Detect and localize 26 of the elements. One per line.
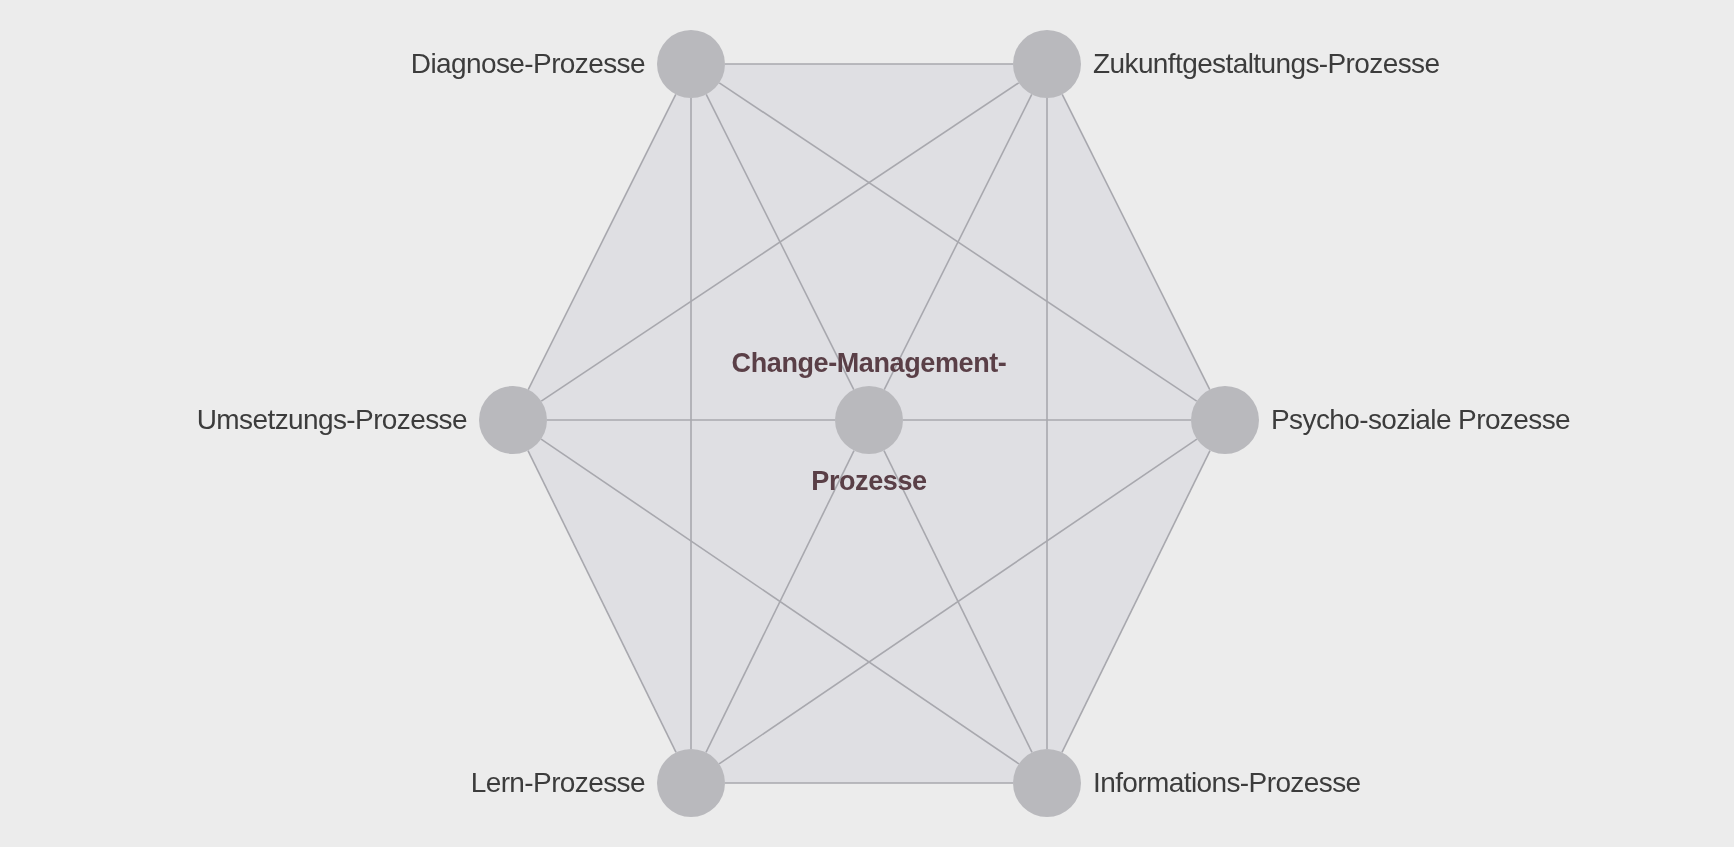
connector-line bbox=[718, 438, 1198, 765]
center-label: Change-Management- bbox=[730, 347, 1008, 380]
connector-line bbox=[690, 97, 692, 750]
connector-line bbox=[724, 63, 1014, 65]
node-label: Zukunftgestaltungs-Prozesse bbox=[1093, 47, 1440, 81]
node-label: Umsetzungs-Prozesse bbox=[196, 403, 467, 437]
node-label: Diagnose-Prozesse bbox=[410, 47, 645, 81]
connector-line bbox=[883, 93, 1033, 391]
node-label: Lern-Prozesse bbox=[470, 766, 645, 800]
connector-line bbox=[883, 449, 1033, 754]
connector-line bbox=[718, 82, 1198, 402]
connector-line bbox=[724, 782, 1014, 784]
connector-line bbox=[540, 438, 1020, 765]
center-label: Prozesse bbox=[810, 465, 928, 498]
node-label: Psycho-soziale Prozesse bbox=[1271, 403, 1570, 437]
connector-line bbox=[546, 419, 836, 421]
connector-line bbox=[527, 93, 677, 391]
connector-line bbox=[527, 449, 677, 754]
connector-line bbox=[1061, 93, 1211, 391]
connector-line bbox=[902, 419, 1192, 421]
connector-line bbox=[1061, 449, 1211, 754]
connector-line bbox=[705, 93, 855, 391]
connector-line bbox=[1046, 97, 1048, 750]
node-label: Informations-Prozesse bbox=[1093, 766, 1361, 800]
connector-line bbox=[540, 82, 1020, 402]
connector-line bbox=[705, 449, 855, 754]
